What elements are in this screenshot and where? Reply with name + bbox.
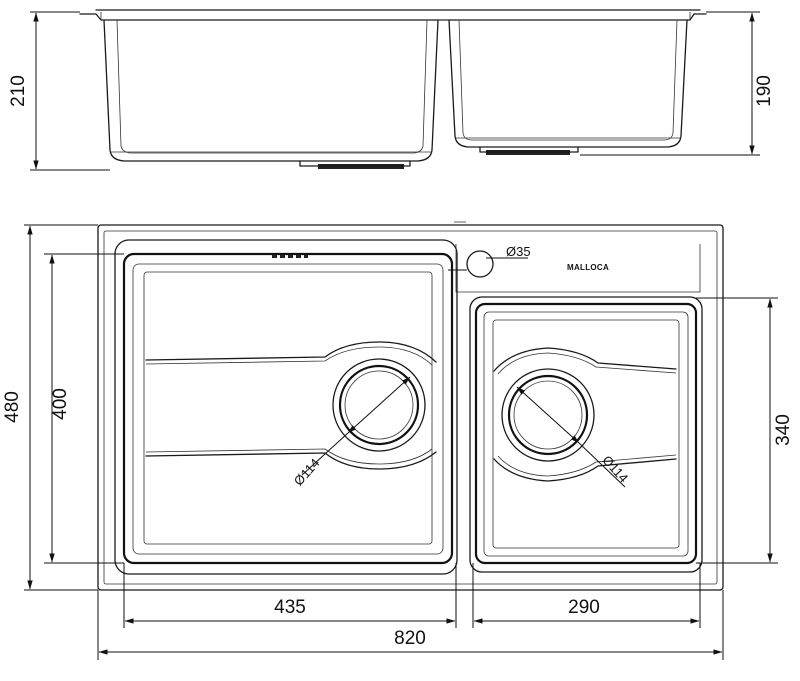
right-bowl-rib-lower [493,458,677,482]
top-view: Ø114 Ø35 MALLOCA [2,221,794,660]
brand-logo: MALLOCA [567,263,609,272]
dimension-290: 290 [472,563,701,628]
deck-area [455,244,701,293]
dimension-340: 340 [696,297,794,564]
dimension-210: 210 [8,11,110,171]
dimension-290-label: 290 [568,597,600,618]
side-view-rim-edge [100,12,691,20]
dimension-820: 820 [97,590,724,660]
dimension-435: 435 [123,563,457,628]
dimension-400-label: 400 [50,388,71,420]
dimension-340-label: 340 [773,414,794,446]
left-bowl: Ø114 [114,239,458,575]
side-view-rim [79,13,707,21]
side-view-right-bowl [448,19,688,155]
dimension-210-label: 210 [8,75,29,107]
right-bowl-rib-upper [493,347,677,372]
right-drain: Ø114 [501,368,631,488]
dimension-435-label: 435 [274,597,306,618]
tap-hole-diameter: Ø35 [506,244,531,259]
right-drain-diameter: Ø114 [599,453,631,486]
side-view: 210 190 [8,9,775,171]
side-view-left-bowl [103,19,439,169]
dimension-480: 480 [2,224,98,591]
tap-hole: Ø35 [448,244,531,278]
dimension-480-label: 480 [2,391,23,423]
dimension-820-label: 820 [394,628,426,649]
dimension-190-label: 190 [754,75,775,107]
left-bowl-rib-upper [145,341,437,363]
top-view-outer-deck [97,224,724,591]
right-bowl: Ø114 [469,296,703,573]
left-drain: Ø114 [291,358,426,488]
dimension-400: 400 [44,253,124,564]
left-bowl-rib-lower [145,451,437,470]
dimension-190: 190 [580,11,775,156]
overflow-slots [272,255,308,258]
